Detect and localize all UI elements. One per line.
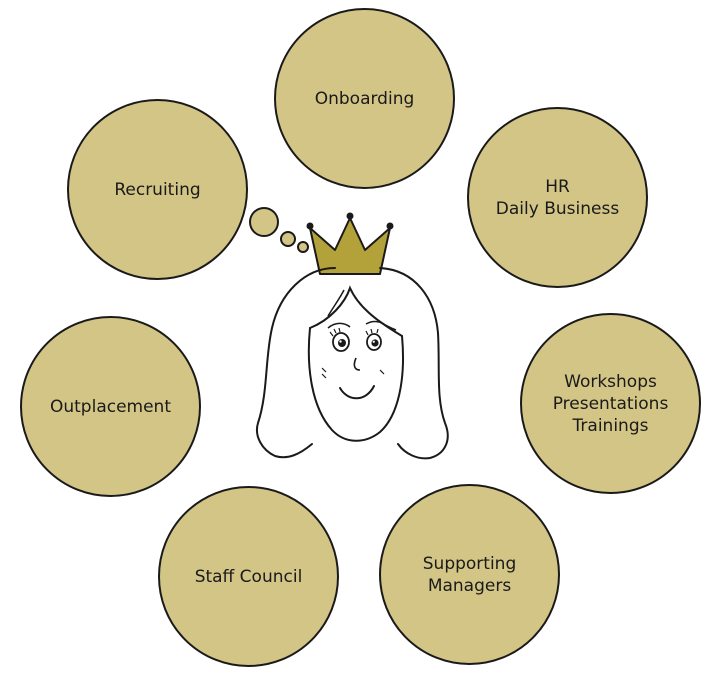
eye-left-icon [333, 333, 349, 351]
bubble-workshops: Workshops Presentations Trainings [520, 313, 701, 494]
bubble-staff-council: Staff Council [158, 486, 339, 667]
hair-outline [257, 268, 448, 458]
princess-icon [240, 208, 470, 478]
crown-icon [307, 213, 394, 275]
bubble-recruiting: Recruiting [67, 99, 248, 280]
bubble-label-onboarding: Onboarding [315, 88, 415, 110]
eye-right-icon [367, 334, 381, 350]
hair-bangs [310, 288, 402, 336]
bubble-label-supporting-managers: Supporting Managers [423, 553, 517, 597]
nose [354, 358, 360, 370]
bubble-hr-daily-business: HR Daily Business [467, 107, 648, 288]
bubble-label-workshops: Workshops Presentations Trainings [553, 371, 669, 437]
bubble-label-staff-council: Staff Council [195, 566, 303, 588]
face-outline [309, 328, 403, 441]
smile [340, 386, 374, 398]
bubble-label-outplacement: Outplacement [50, 396, 171, 418]
bubble-supporting-managers: Supporting Managers [379, 484, 560, 665]
bubble-label-recruiting: Recruiting [114, 179, 200, 201]
bubble-outplacement: Outplacement [20, 316, 201, 497]
bubble-label-hr-daily-business: HR Daily Business [496, 176, 619, 220]
bubble-onboarding: Onboarding [274, 8, 455, 189]
